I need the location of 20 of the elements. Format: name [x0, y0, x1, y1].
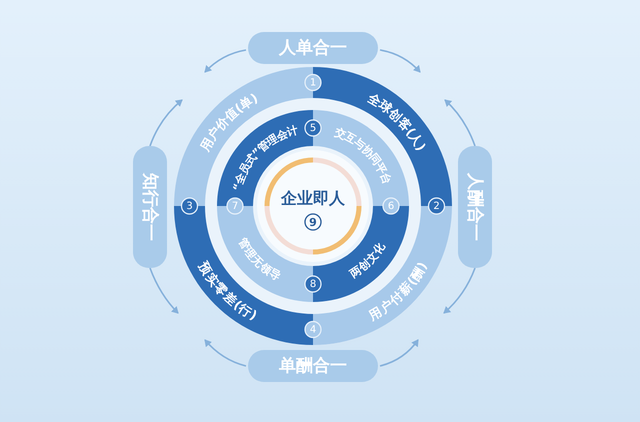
arrow	[380, 49, 421, 73]
arrow	[149, 268, 179, 314]
pill-label: 人单合一	[248, 32, 378, 64]
arrow	[204, 339, 246, 367]
arrow	[380, 339, 419, 367]
pill-label: 单酬合一	[248, 350, 378, 382]
arrow	[149, 99, 183, 146]
number-badge: 1	[304, 74, 322, 92]
arrow	[444, 99, 476, 146]
arrow	[204, 49, 246, 73]
number-badge: 7	[226, 197, 244, 215]
pill-label: 知行合一	[133, 146, 167, 268]
number-badge: 2	[428, 197, 446, 215]
pill-label: 人酬合一	[458, 146, 492, 268]
arrow	[443, 268, 476, 314]
number-badge: 5	[304, 119, 322, 137]
number-badge: 3	[180, 197, 198, 215]
number-badge: 4	[304, 320, 322, 338]
number-badge: 6	[382, 197, 400, 215]
number-badge: 8	[304, 275, 322, 293]
